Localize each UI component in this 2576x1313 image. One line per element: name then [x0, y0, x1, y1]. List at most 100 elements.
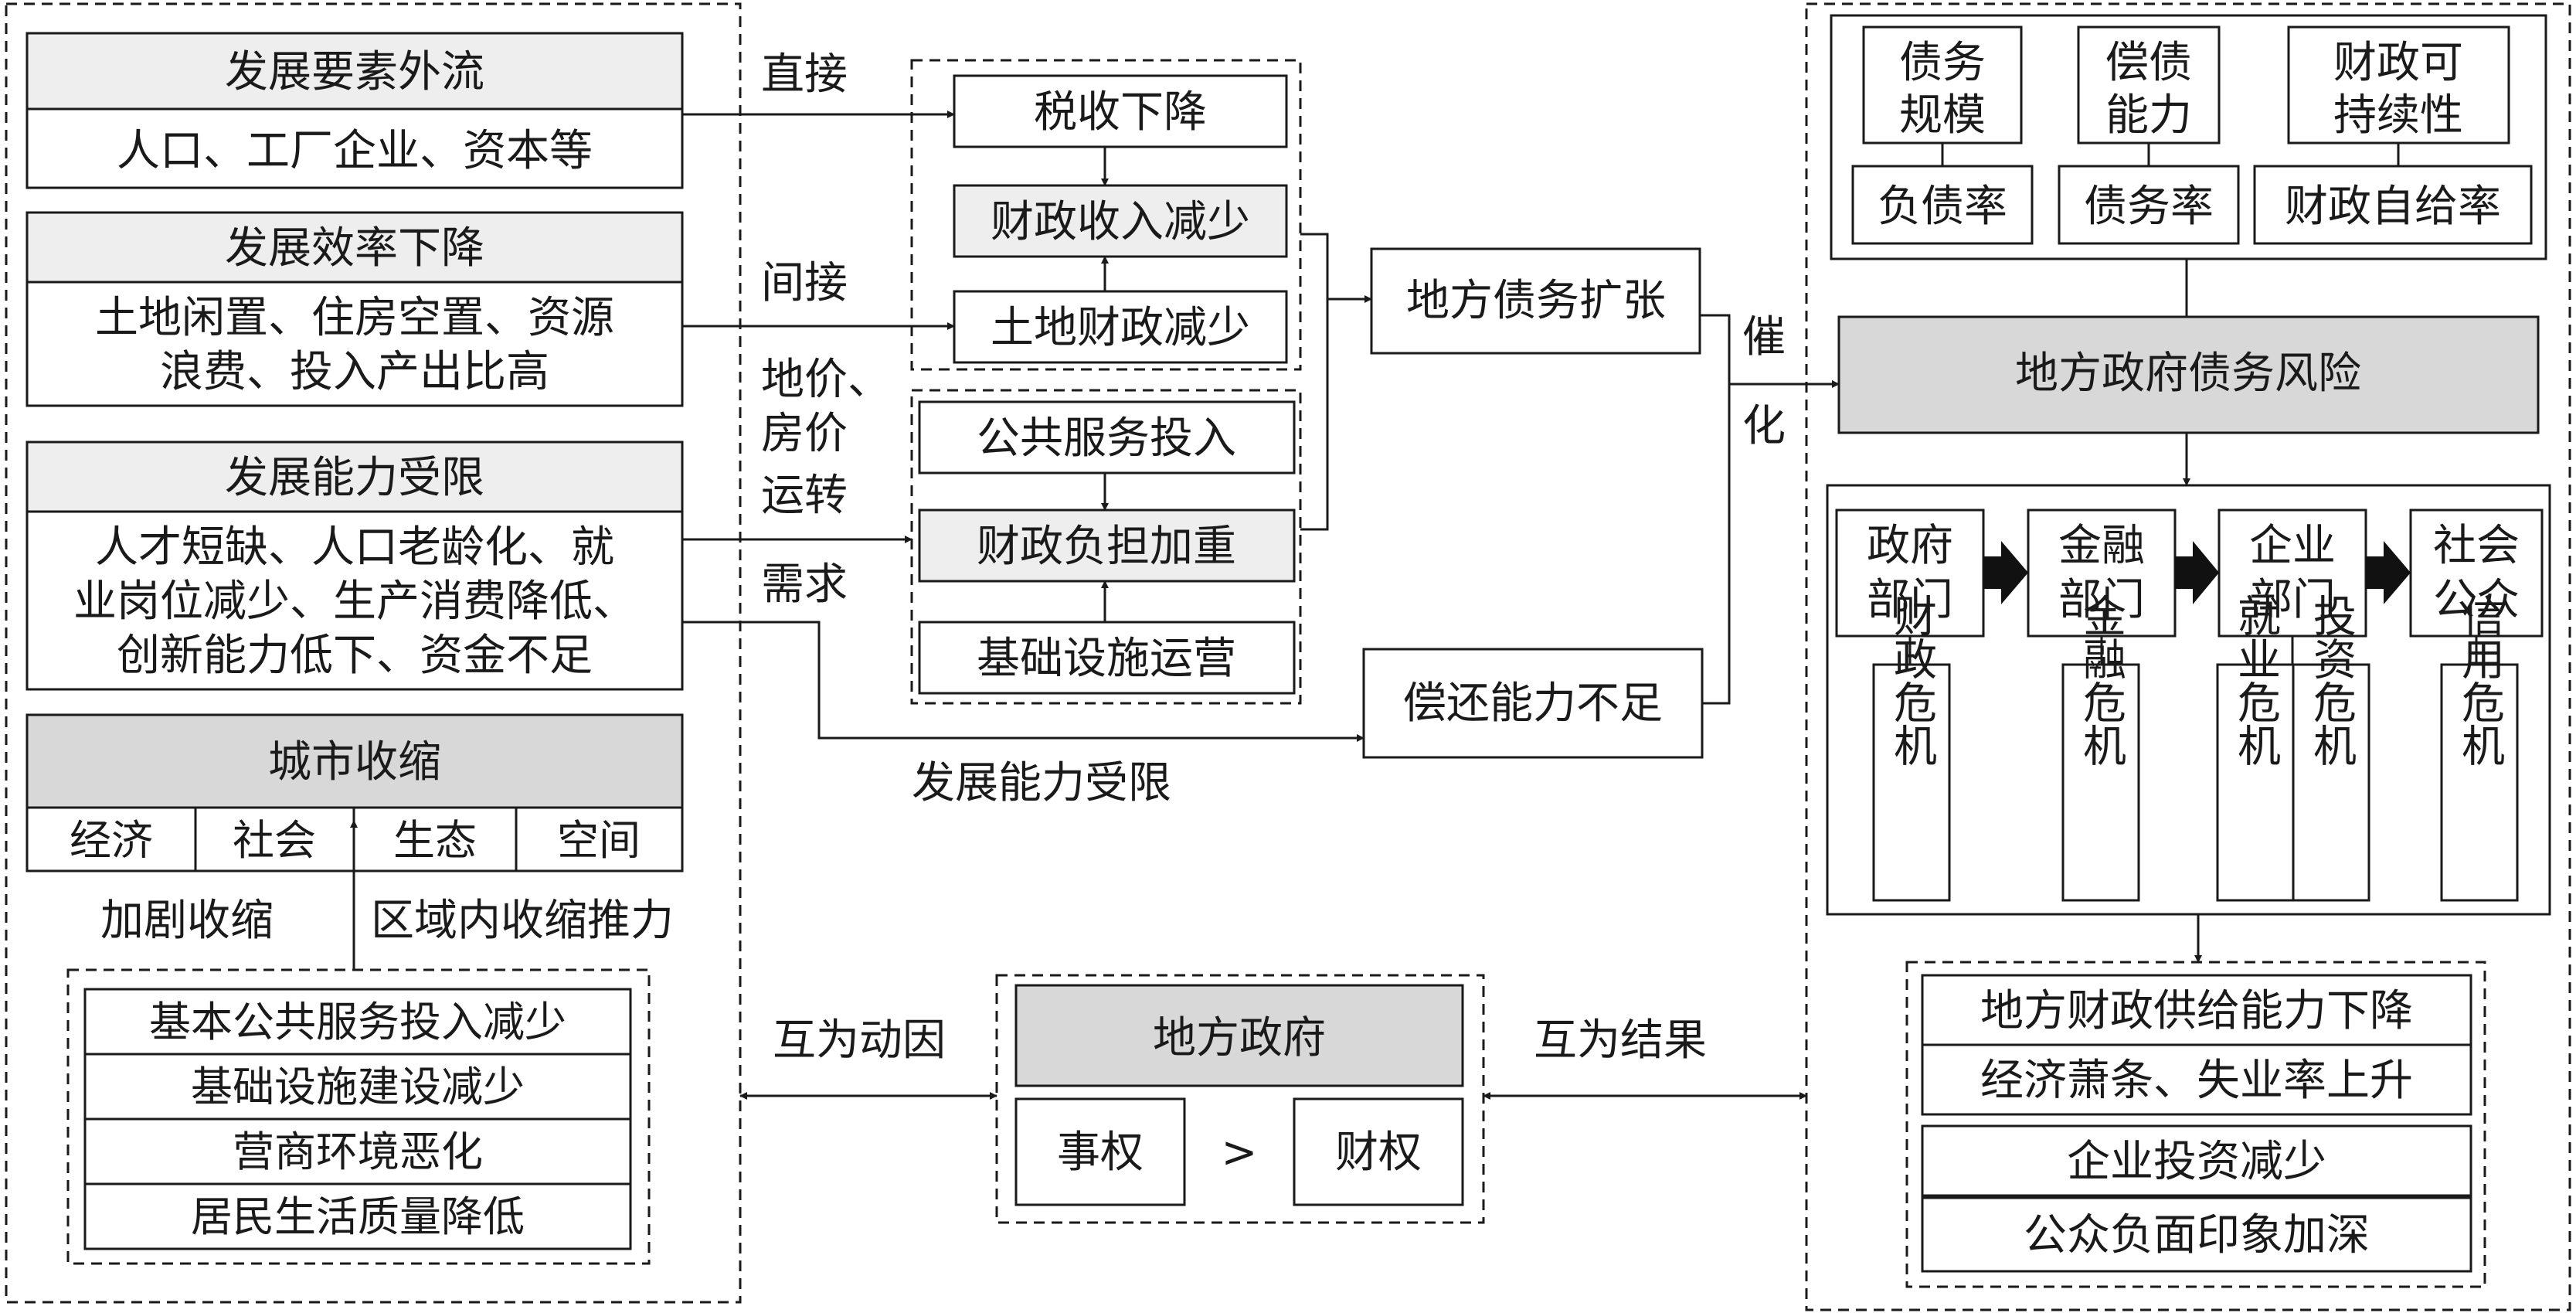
- revenue-land: 土地财政减少: [991, 303, 1250, 353]
- label-push: 区域内收缩推力: [371, 896, 674, 946]
- impact-box-3: [83, 1182, 632, 1250]
- burden-box-load: [918, 509, 1296, 583]
- sector-box-3: [2409, 509, 2544, 638]
- impact-1: 基础设施建设减少: [191, 1063, 525, 1111]
- impact-box-2: [83, 1117, 632, 1185]
- efficiency-detail-box: [25, 281, 684, 407]
- outcome-3: 公众负面印象加深: [2024, 1210, 2370, 1260]
- indicator-name-1-line2: 能力: [2105, 90, 2192, 141]
- shrink-dim-box-ecology: [352, 806, 518, 872]
- outcomes-frame: [1905, 961, 2486, 1288]
- sector-1-line1: 金融: [2058, 521, 2145, 571]
- efficiency-title: 发展效率下降: [225, 223, 484, 274]
- sector-0-line1: 政府: [1867, 521, 1953, 571]
- crisis-box-employment: [2216, 663, 2295, 902]
- indicator-metric-box-0: [1851, 165, 2034, 245]
- burden-load: 财政负担加重: [977, 522, 1236, 572]
- sector-3-line2: 公众: [2433, 575, 2520, 625]
- impact-3: 居民生活质量降低: [191, 1192, 525, 1241]
- revenue-frame: [910, 59, 1302, 371]
- gov-rights-box: [1014, 1097, 1186, 1206]
- capacity-detail-line2: 业岗位减少、生产消费降低、: [73, 577, 636, 627]
- burden-box-infra: [918, 621, 1296, 695]
- shrink-dim-box-space: [515, 806, 684, 872]
- revenue-tax: 税收下降: [1034, 87, 1207, 138]
- sector-1-line2: 部门: [2058, 575, 2145, 625]
- revenue-box-land: [953, 290, 1288, 364]
- left-panel-frame: [5, 2, 742, 1304]
- right-panel-frame: [1805, 2, 2571, 1311]
- edge-label-capacity: 发展能力受限: [912, 758, 1171, 808]
- outflow-header-box: [25, 32, 684, 111]
- crisis-box-finance: [2061, 663, 2140, 902]
- outcome-box-0: [1921, 974, 2472, 1046]
- edge-label-indirect: 间接: [761, 258, 848, 308]
- outcome-box-2: [1921, 1124, 2472, 1197]
- gov-finance: 财权: [1335, 1128, 1422, 1178]
- edge-label-catalyze-1: 催: [1742, 312, 1786, 362]
- indicator-metric-box-1: [2058, 165, 2240, 245]
- crisis-finance: 金融危机: [2076, 594, 2126, 767]
- indicator-metric-box-2: [2253, 165, 2533, 245]
- indicator-metric-2: 财政自给率: [2285, 182, 2501, 232]
- outcome-2: 企业投资减少: [2067, 1137, 2326, 1187]
- burden-service: 公共服务投入: [977, 413, 1236, 464]
- indicator-metric-0: 负债率: [1878, 182, 2007, 232]
- capacity-header-box: [25, 441, 684, 513]
- outcome-1: 经济萧条、失业率上升: [1980, 1056, 2413, 1106]
- risk-box: [1837, 315, 2540, 434]
- income-bracket: [1300, 233, 1329, 531]
- capacity-detail-line1: 人才短缺、人口老龄化、就: [95, 522, 614, 573]
- outflow-detail-box: [25, 107, 684, 189]
- crisis-employment: 就业危机: [2231, 594, 2281, 767]
- indicator-name-2-line2: 持续性: [2333, 90, 2463, 141]
- shrink-dim-box-economy: [25, 806, 197, 872]
- edge-label-mutual-cause: 互为动因: [773, 1015, 946, 1066]
- crisis-credit: 信用危机: [2455, 594, 2505, 767]
- indicator-name-2-line1: 财政可: [2333, 38, 2463, 88]
- capacity-to-repay-arrow: [682, 621, 1364, 742]
- sector-3-line1: 社会: [2433, 521, 2520, 571]
- revenue-income: 财政收入减少: [991, 197, 1250, 247]
- sector-box-2: [2217, 509, 2367, 638]
- sector-arrow-2: [2366, 541, 2411, 604]
- sector-arrow-0: [1983, 541, 2028, 604]
- shrink-dim-society: 社会: [233, 816, 316, 865]
- debt-expand: 地方债务扩张: [1406, 276, 1666, 326]
- burden-frame: [910, 389, 1302, 705]
- crisis-box-investment: [2292, 663, 2370, 902]
- edge-label-operate: 运转: [761, 471, 848, 521]
- capacity-title: 发展能力受限: [225, 453, 484, 503]
- gov-title: 地方政府: [1153, 1013, 1326, 1063]
- sector-2-line2: 部门: [2249, 575, 2336, 625]
- efficiency-detail-line1: 土地闲置、住房空置、资源: [95, 293, 614, 343]
- outcome-0: 地方财政供给能力下降: [1980, 986, 2413, 1036]
- gov-title-box: [1014, 984, 1464, 1087]
- impact-2: 营商环境恶化: [233, 1128, 483, 1176]
- outflow-title: 发展要素外流: [225, 47, 484, 97]
- outcome-box-1: [1921, 1043, 2472, 1116]
- debt-expand-box: [1370, 247, 1701, 355]
- indicator-name-0-line1: 债务: [1899, 38, 1986, 88]
- edge-label-catalyze-2: 化: [1742, 401, 1786, 451]
- edge-label-land-2: 房价: [761, 409, 848, 459]
- edge-label-direct: 直接: [761, 49, 848, 100]
- impact-0: 基本公共服务投入减少: [149, 998, 566, 1046]
- sector-arrow-1: [2175, 541, 2219, 604]
- sector-2-line1: 企业: [2249, 521, 2336, 571]
- indicator-name-box-1: [2077, 26, 2221, 145]
- impacts-frame: [66, 968, 651, 1265]
- burden-box-service: [918, 400, 1296, 475]
- crisis-gov: 财政危机: [1887, 594, 1937, 767]
- revenue-box-tax: [953, 74, 1288, 148]
- capacity-detail-box: [25, 510, 684, 691]
- efficiency-detail-line2: 浪费、投入产出比高: [160, 347, 549, 397]
- burden-infra: 基础设施运营: [977, 634, 1236, 684]
- repay-insufficient: 偿还能力不足: [1403, 679, 1663, 729]
- indicator-name-1-line1: 偿债: [2105, 38, 2192, 88]
- crisis-investment: 投资危机: [2306, 594, 2357, 767]
- gov-compare: >: [1222, 1128, 1258, 1178]
- impact-box-0: [83, 988, 632, 1056]
- catalyze-bracket: [1700, 314, 1731, 705]
